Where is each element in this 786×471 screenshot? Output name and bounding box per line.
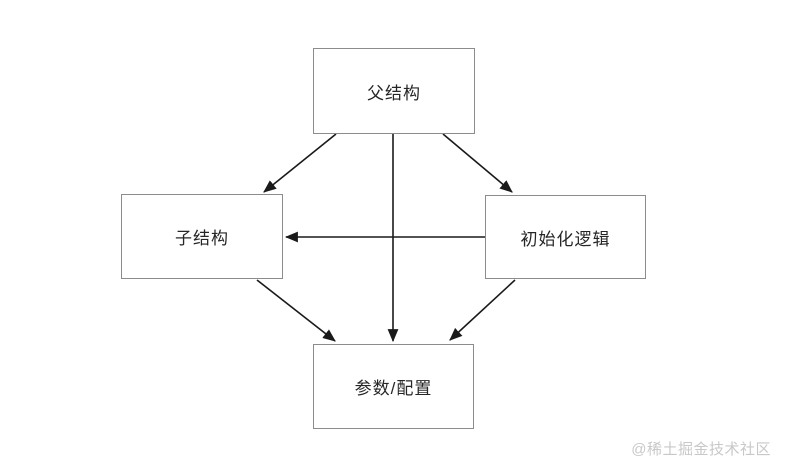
watermark: @稀土掘金技术社区 bbox=[631, 441, 771, 458]
node-parent-structure-label: 父结构 bbox=[367, 83, 421, 103]
node-params-config-label: 参数/配置 bbox=[354, 379, 433, 398]
node-init-logic: 初始化逻辑 bbox=[485, 195, 646, 279]
edge-init-to-params-arrow bbox=[449, 279, 516, 341]
node-child-structure-label: 子结构 bbox=[175, 229, 229, 248]
edge-parent-to-init-arrow bbox=[442, 133, 513, 193]
node-params-config: 参数/配置 bbox=[313, 344, 474, 429]
node-init-logic-label: 初始化逻辑 bbox=[520, 229, 611, 249]
edge-parent-to-child-arrow bbox=[263, 133, 337, 193]
edge-child-to-params-arrow bbox=[256, 279, 336, 342]
node-parent-structure: 父结构 bbox=[313, 48, 475, 134]
node-child-structure: 子结构 bbox=[121, 194, 283, 279]
